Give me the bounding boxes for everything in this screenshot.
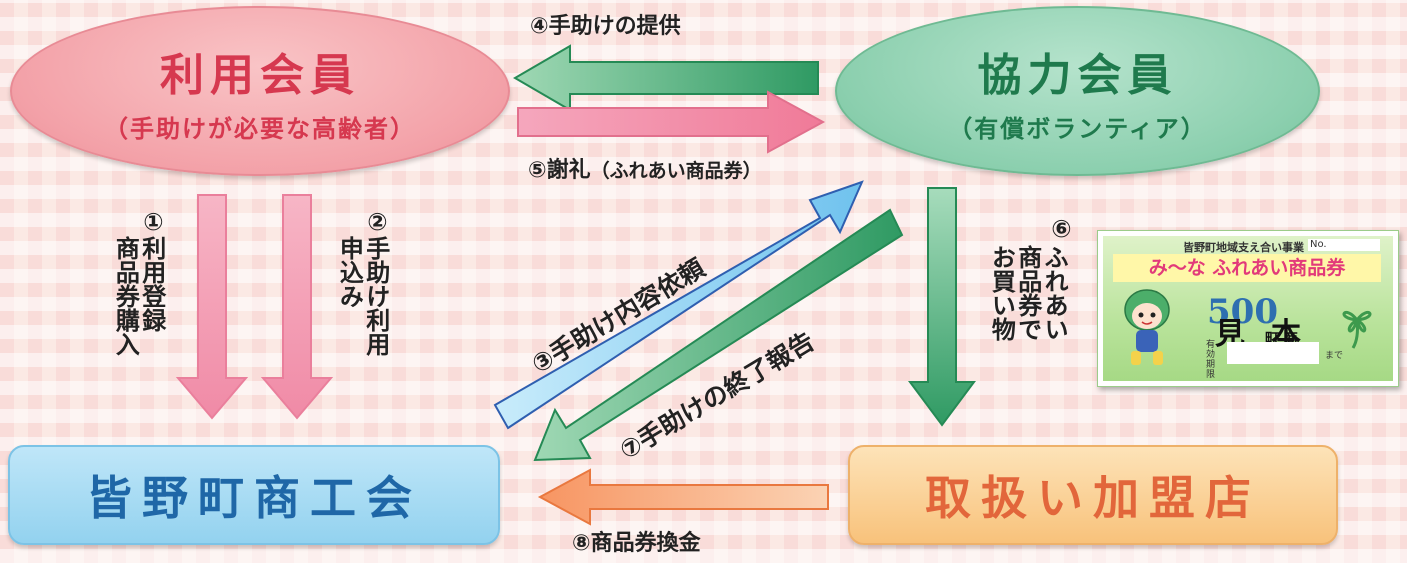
flow-1-label: 利用登録 商品券購入 bbox=[111, 236, 166, 356]
arrow-1-register bbox=[175, 194, 249, 420]
coupon-amount: 500 bbox=[1207, 292, 1278, 332]
coupon-header: 皆野町地域支え合い事業 bbox=[1183, 241, 1304, 254]
coupon-title: み〜な ふれあい商品券 bbox=[1113, 254, 1381, 282]
arrow-2-apply bbox=[260, 194, 334, 420]
flow-6-label: ふれあい 商品券で お買い物 bbox=[987, 245, 1069, 341]
flow-5-paren: （ふれあい商品券） bbox=[590, 160, 762, 182]
flow-2-number: ② bbox=[363, 208, 392, 236]
arrow-7-report bbox=[533, 208, 904, 462]
flow-4-label: ④手助けの提供 bbox=[530, 14, 681, 39]
shokokai-node: 皆野町商工会 bbox=[8, 445, 500, 545]
coupon-number-field: No. bbox=[1308, 239, 1380, 251]
user-member-node: 利用会員 （手助けが必要な高齢者） bbox=[10, 6, 510, 176]
flow-1-number: ① bbox=[139, 208, 168, 236]
coupon-expiry-field bbox=[1227, 342, 1319, 364]
mascot-icon bbox=[1124, 289, 1170, 365]
arrow-4-provide-help bbox=[513, 44, 819, 112]
user-member-title: 利用会員 bbox=[160, 49, 360, 101]
coupon-expiry-label: 有効期限 bbox=[1206, 340, 1216, 380]
shokokai-title: 皆野町商工会 bbox=[86, 471, 422, 525]
flow-6-number: ⑥ bbox=[1047, 215, 1076, 243]
flow-8-label: ⑧商品券換金 bbox=[572, 531, 701, 556]
coupon-until-label: まで bbox=[1325, 351, 1344, 361]
coop-member-node: 協力会員 （有償ボランティア） bbox=[835, 6, 1320, 176]
flow-2-label: 手助け利用 申込み bbox=[335, 236, 390, 356]
coupon-sample-image: 皆野町地域支え合い事業 No. み〜な ふれあい商品券 500 見本 町 商 有… bbox=[1097, 230, 1399, 387]
arrow-6-shopping bbox=[908, 187, 976, 427]
coop-member-subtitle: （有償ボランティア） bbox=[948, 114, 1207, 143]
store-node: 取扱い加盟店 bbox=[848, 445, 1338, 545]
arrow-3-request bbox=[493, 180, 864, 430]
arrow-5-thanks bbox=[517, 90, 826, 154]
clover-icon bbox=[1342, 310, 1372, 349]
coop-member-title: 協力会員 bbox=[977, 49, 1178, 101]
flow-5-label: ⑤謝礼（ふれあい商品券） bbox=[528, 152, 762, 184]
arrow-8-exchange bbox=[537, 468, 829, 526]
flow-5-main: ⑤謝礼 bbox=[528, 158, 591, 183]
store-title: 取扱い加盟店 bbox=[925, 471, 1261, 525]
user-member-subtitle: （手助けが必要な高齢者） bbox=[104, 114, 416, 143]
